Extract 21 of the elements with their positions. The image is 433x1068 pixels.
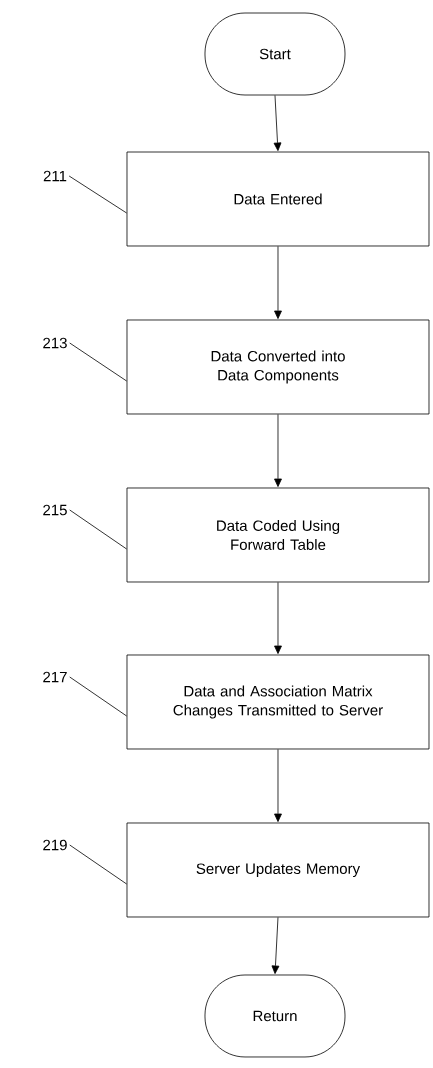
leader-line	[69, 342, 127, 382]
process-box: Server Updates Memory	[126, 822, 430, 918]
arrow	[271, 917, 280, 974]
process-box: Data Converted into Data Components	[126, 319, 430, 415]
reference-number: 215	[43, 504, 67, 516]
reference-number: 211	[43, 170, 67, 182]
leader-line	[68, 175, 127, 214]
reference-number: 213	[43, 337, 67, 349]
reference-number: 217	[43, 671, 67, 683]
process-box: Data and Association Matrix Changes Transmitted to Server	[126, 654, 430, 750]
leader-line	[69, 676, 127, 717]
process-box: Data Coded Using Forward Table	[126, 487, 430, 583]
process-box: Data Entered	[126, 151, 430, 247]
arrow	[274, 414, 282, 487]
leader-line	[69, 844, 127, 885]
arrow	[274, 582, 282, 654]
leader-line	[69, 509, 127, 550]
arrow	[274, 246, 282, 319]
arrow	[274, 749, 282, 822]
reference-number: 219	[43, 839, 67, 851]
arrow	[273, 95, 282, 151]
